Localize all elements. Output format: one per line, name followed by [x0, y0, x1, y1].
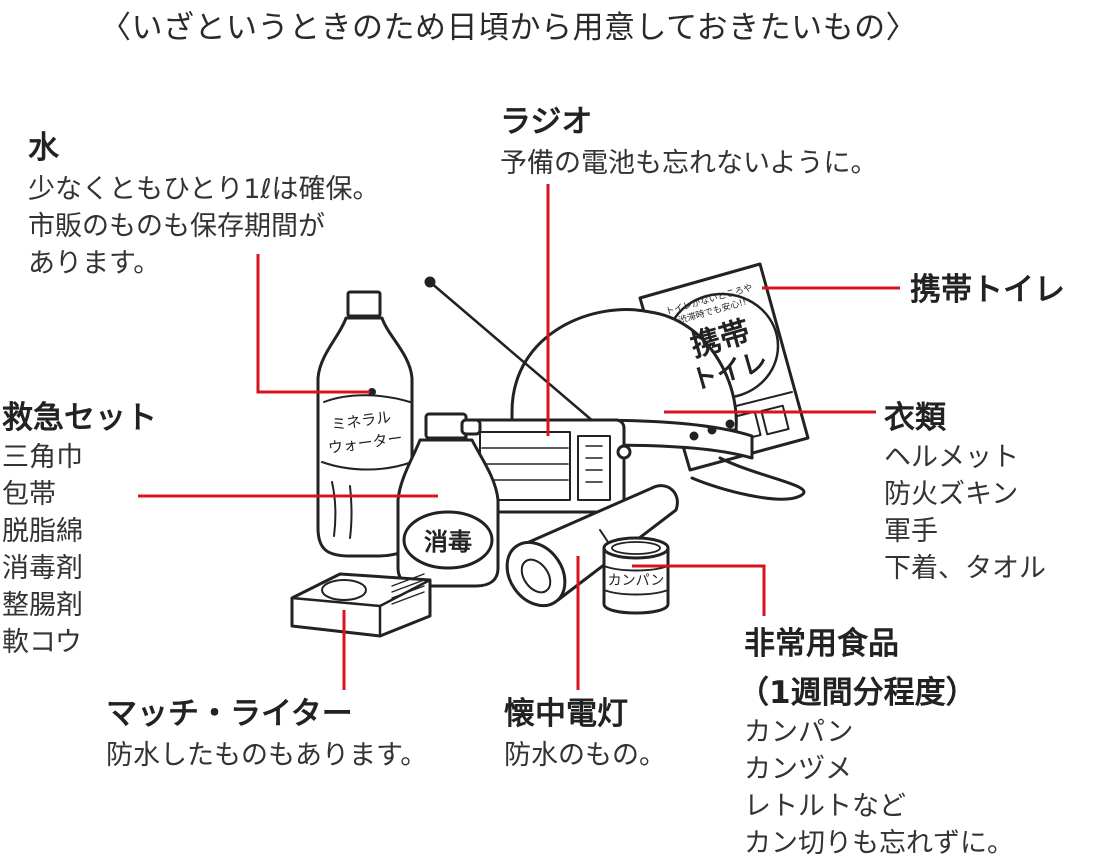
food-item: レトルトなど [744, 791, 906, 822]
radio-note: 予備の電池も忘れないように。 [500, 148, 878, 179]
radio-callout: ラジオ 予備の電池も忘れないように。 [500, 96, 877, 182]
firstaid-item: 消毒剤 [2, 553, 83, 584]
firstaid-item: 包帯 [2, 479, 56, 510]
clothing-item: ヘルメット [884, 442, 1019, 473]
diagram-title: 〈いざというときのため日頃から用意しておきたいもの〉 [100, 10, 918, 46]
leader-food [632, 564, 766, 616]
can-label: カンパン [608, 573, 665, 589]
clothing-callout: 衣類 ヘルメット 防火ズキン 軍手 下着、タオル [884, 392, 1046, 587]
clothing-heading: 衣類 [884, 400, 946, 436]
clothing-item: 防火ズキン [884, 479, 1019, 510]
disinfectant-label: 消毒 [424, 528, 472, 556]
matchbox [290, 572, 432, 638]
disinfectant-bottle [396, 412, 500, 588]
matches-callout: マッチ・ライター 防水したものもあります。 [106, 688, 427, 774]
radio-heading: ラジオ [500, 104, 593, 140]
toilet-heading: 携帯トイレ [910, 272, 1065, 308]
food-item: カンパン [744, 717, 854, 748]
food-notes: カンパン カンヅメ レトルトなど カン切りも忘れずに。 [744, 714, 1014, 862]
matches-note: 防水したものもあります。 [106, 740, 428, 771]
firstaid-callout: 救急セット 三角巾 包帯 脱脂綿 消毒剤 整腸剤 軟コウ [2, 392, 157, 661]
leader-lines [138, 184, 900, 690]
water-notes: 少なくともひとり1ℓは確保。 市販のものも保存期間が あります。 [28, 171, 380, 282]
clothing-item: 下着、タオル [884, 553, 1046, 584]
food-callout: 非常用食品 （1週間分程度） カンパン カンヅメ レトルトなど カン切りも忘れず… [738, 618, 1014, 862]
flashlight-callout: 懐中電灯 防水のもの。 [504, 688, 666, 774]
radio-notes: 予備の電池も忘れないように。 [500, 145, 877, 182]
antenna-tip-icon [424, 276, 436, 288]
clothing-item: 軍手 [884, 516, 938, 547]
matches-heading: マッチ・ライター [106, 696, 353, 732]
flashlight-note: 防水のもの。 [504, 740, 666, 771]
water-callout: 水 少なくともひとり1ℓは確保。 市販のものも保存期間が あります。 [28, 122, 380, 282]
firstaid-item: 三角巾 [2, 442, 83, 473]
firstaid-notes: 三角巾 包帯 脱脂綿 消毒剤 整腸剤 軟コウ [2, 439, 157, 661]
firstaid-item: 整腸剤 [2, 590, 83, 621]
matches-notes: 防水したものもあります。 [106, 737, 427, 774]
food-item: カン切りも忘れずに。 [744, 828, 1014, 859]
firstaid-item: 脱脂綿 [2, 516, 83, 547]
firstaid-heading: 救急セット [2, 400, 157, 436]
food-heading-sub: （1週間分程度） [738, 675, 977, 711]
food-item: カンヅメ [744, 754, 852, 785]
water-note: 市販のものも保存期間が [28, 211, 325, 242]
water-note: 少なくともひとり1ℓは確保。 [28, 174, 380, 205]
firstaid-item: 軟コウ [2, 627, 82, 658]
water-note: あります。 [28, 248, 161, 279]
flashlight-heading: 懐中電灯 [504, 696, 628, 732]
leader-water [256, 254, 370, 394]
flashlight [505, 484, 679, 608]
flashlight-notes: 防水のもの。 [504, 737, 666, 774]
food-heading: 非常用食品 [744, 626, 899, 662]
biscuit-can [602, 536, 670, 615]
clothing-notes: ヘルメット 防火ズキン 軍手 下着、タオル [884, 439, 1046, 587]
water-heading: 水 [28, 130, 59, 166]
toilet-callout: 携帯トイレ [910, 264, 1065, 309]
